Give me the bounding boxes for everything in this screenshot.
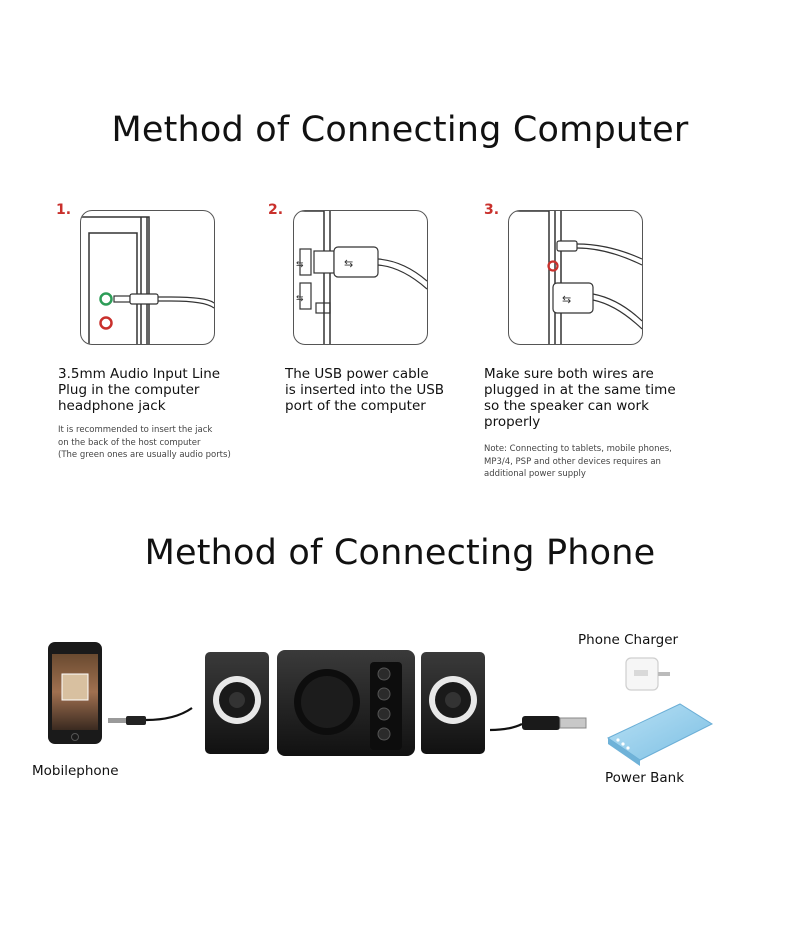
mobilephone-label: Mobilephone [32, 763, 119, 779]
step-1-number: 1. [56, 202, 72, 218]
speaker-control-knob-icon [377, 667, 391, 681]
usb-symbol-icon: ⇆ [296, 260, 304, 270]
step-3-note-line: Note: Connecting to tablets, mobile phon… [484, 444, 672, 454]
step-3-title: Make sure both wires are plugged in at t… [484, 366, 676, 430]
usb-plug-icon [333, 246, 379, 278]
right-speaker-icon [421, 652, 485, 754]
step-1-illustration [80, 210, 215, 345]
step-3-title-line: Make sure both wires are [484, 366, 654, 382]
step-3-note-line: MP3/4, PSP and other devices requires an [484, 456, 661, 467]
step-1-note-line: on the back of the host computer [58, 437, 201, 448]
step-1-note-line: It is recommended to insert the jack [58, 425, 213, 435]
step-2-title-line: The USB power cable [285, 366, 429, 382]
step-1-title-line: Plug in the computer [58, 382, 200, 398]
power-bank-label: Power Bank [605, 770, 685, 786]
step-1-note: It is recommended to insert the jack on … [58, 424, 231, 462]
speaker-control-knob-icon [377, 707, 391, 721]
red-audio-port-icon [99, 316, 113, 330]
step-3-title-line: properly [484, 414, 541, 430]
power-bank-icon [607, 703, 714, 766]
audio-jack-cable-icon [108, 707, 193, 725]
step-2-number: 2. [268, 202, 284, 218]
usb-symbol-icon: ⇆ [296, 294, 304, 304]
step-2-illustration: ⇆ ⇆ ⇆ [293, 210, 428, 345]
step-1-note-line: (The green ones are usually audio ports) [58, 450, 231, 460]
svg-text:⇆: ⇆ [344, 257, 353, 270]
green-audio-port-icon [99, 292, 113, 306]
step-2-title-line: port of the computer [285, 398, 426, 414]
phone-charger-label: Phone Charger [578, 632, 679, 648]
step-1-title-line: headphone jack [58, 398, 166, 414]
step-3-note: Note: Connecting to tablets, mobile phon… [484, 443, 672, 481]
computer-section-title: Method of Connecting Computer [111, 110, 689, 150]
usb-cable-icon [489, 716, 587, 732]
step-1-title-line: 3.5mm Audio Input Line [58, 366, 221, 382]
speaker-control-knob-icon [377, 727, 391, 741]
phone-connection-diagram [48, 642, 714, 766]
step-3-note-line: additional power supply [484, 469, 586, 479]
red-audio-port-icon [547, 260, 559, 272]
step-3-title-line: plugged in at the same time [484, 382, 676, 398]
svg-text:⇆: ⇆ [562, 293, 571, 306]
step-3-number: 3. [484, 202, 500, 218]
phone-section-title: Method of Connecting Phone [144, 533, 656, 573]
step-1-title: 3.5mm Audio Input Line Plug in the compu… [58, 366, 220, 414]
step-2-title: The USB power cable is inserted into the… [285, 366, 444, 414]
speaker-control-knob-icon [377, 687, 391, 701]
phone-charger-icon [625, 657, 670, 691]
step-2-title-line: is inserted into the USB [285, 382, 445, 398]
step-3-title-line: so the speaker can work [484, 398, 649, 414]
left-speaker-icon [205, 652, 269, 754]
subwoofer-icon [277, 650, 415, 756]
step-3-illustration: ⇆ [508, 210, 643, 345]
usb-plug-icon [552, 282, 594, 314]
mobile-phone-icon [48, 642, 102, 744]
